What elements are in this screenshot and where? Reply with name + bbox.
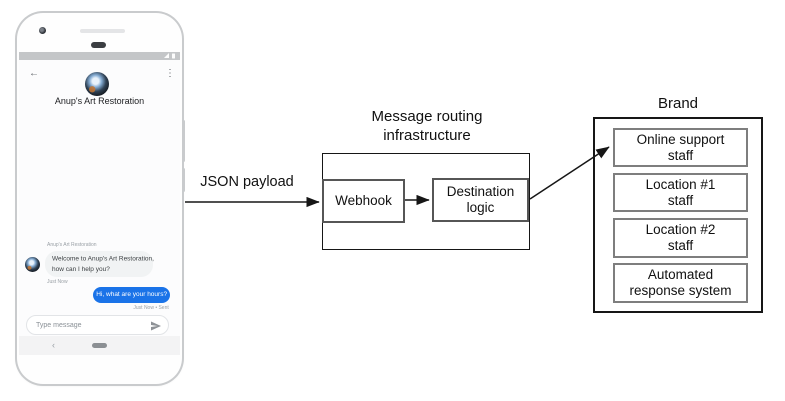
brand-item-location-2: Location #2 staff [613, 218, 748, 258]
earpiece [91, 42, 106, 48]
incoming-message-line1: Welcome to Anup's Art Restoration, [52, 255, 154, 263]
brand-item-line1: Automated [647, 267, 714, 282]
destination-label-line1: Destination [446, 183, 515, 199]
routing-title-line1: Message routing [371, 108, 483, 125]
camera-dot [39, 27, 46, 34]
outgoing-message-text: Hi, what are your hours? [96, 290, 168, 299]
brand-item-line2: staff [667, 147, 694, 163]
webhook-box: Webhook [322, 179, 405, 223]
power-button [182, 120, 185, 162]
overflow-menu-icon[interactable]: ⋮ [165, 68, 175, 79]
back-arrow-icon[interactable]: ← [29, 68, 39, 79]
message-composer [26, 315, 169, 335]
outgoing-status: Just Now • Sent [133, 305, 169, 311]
brand-item-line1: Online support [636, 131, 725, 147]
outgoing-message-bubble: Hi, what are your hours? [93, 287, 170, 303]
brand-item-line2: staff [667, 192, 694, 208]
send-icon[interactable] [150, 320, 162, 332]
brand-box: Online support staff Location #1 staff L… [593, 117, 763, 313]
chat-title: Anup's Art Restoration [54, 96, 145, 106]
webhook-label: Webhook [335, 192, 392, 208]
android-nav-bar: ‹ [19, 336, 180, 355]
incoming-message-bubble: Welcome to Anup's Art Restoration, how c… [45, 251, 154, 277]
home-pill[interactable] [92, 343, 107, 348]
destination-label-line2: logic [466, 200, 495, 215]
brand-item-line1: Location #2 [645, 222, 716, 237]
brand-item-automated-response: Automated response system [613, 263, 748, 303]
speaker-slot [80, 29, 125, 33]
brand-item-online-support: Online support staff [613, 128, 748, 167]
json-payload-label: JSON payload [200, 174, 294, 190]
volume-button [182, 168, 185, 192]
brand-title: Brand [657, 95, 699, 112]
nav-back-icon[interactable]: ‹ [52, 340, 55, 350]
signal-battery-icons [164, 53, 175, 59]
brand-item-line2: response system [629, 283, 732, 298]
routing-title: Message routing infrastructure [337, 107, 517, 145]
brand-item-line2: staff [667, 238, 694, 253]
brand-item-location-1: Location #1 staff [613, 173, 748, 212]
routing-title-line2: infrastructure [383, 127, 471, 144]
brand-item-line1: Location #1 [645, 176, 716, 192]
sender-label: Anup's Art Restoration [47, 242, 97, 248]
message-input[interactable] [36, 316, 146, 334]
destination-logic-box: Destination logic [432, 178, 529, 222]
status-bar [19, 52, 180, 60]
incoming-message-line2: how can I help you? [52, 265, 110, 273]
phone-mockup: ← ⋮ Anup's Art Restoration Anup's Art Re… [17, 13, 185, 384]
avatar [85, 72, 109, 96]
incoming-timestamp: Just Now [47, 279, 68, 285]
message-avatar [25, 257, 40, 272]
